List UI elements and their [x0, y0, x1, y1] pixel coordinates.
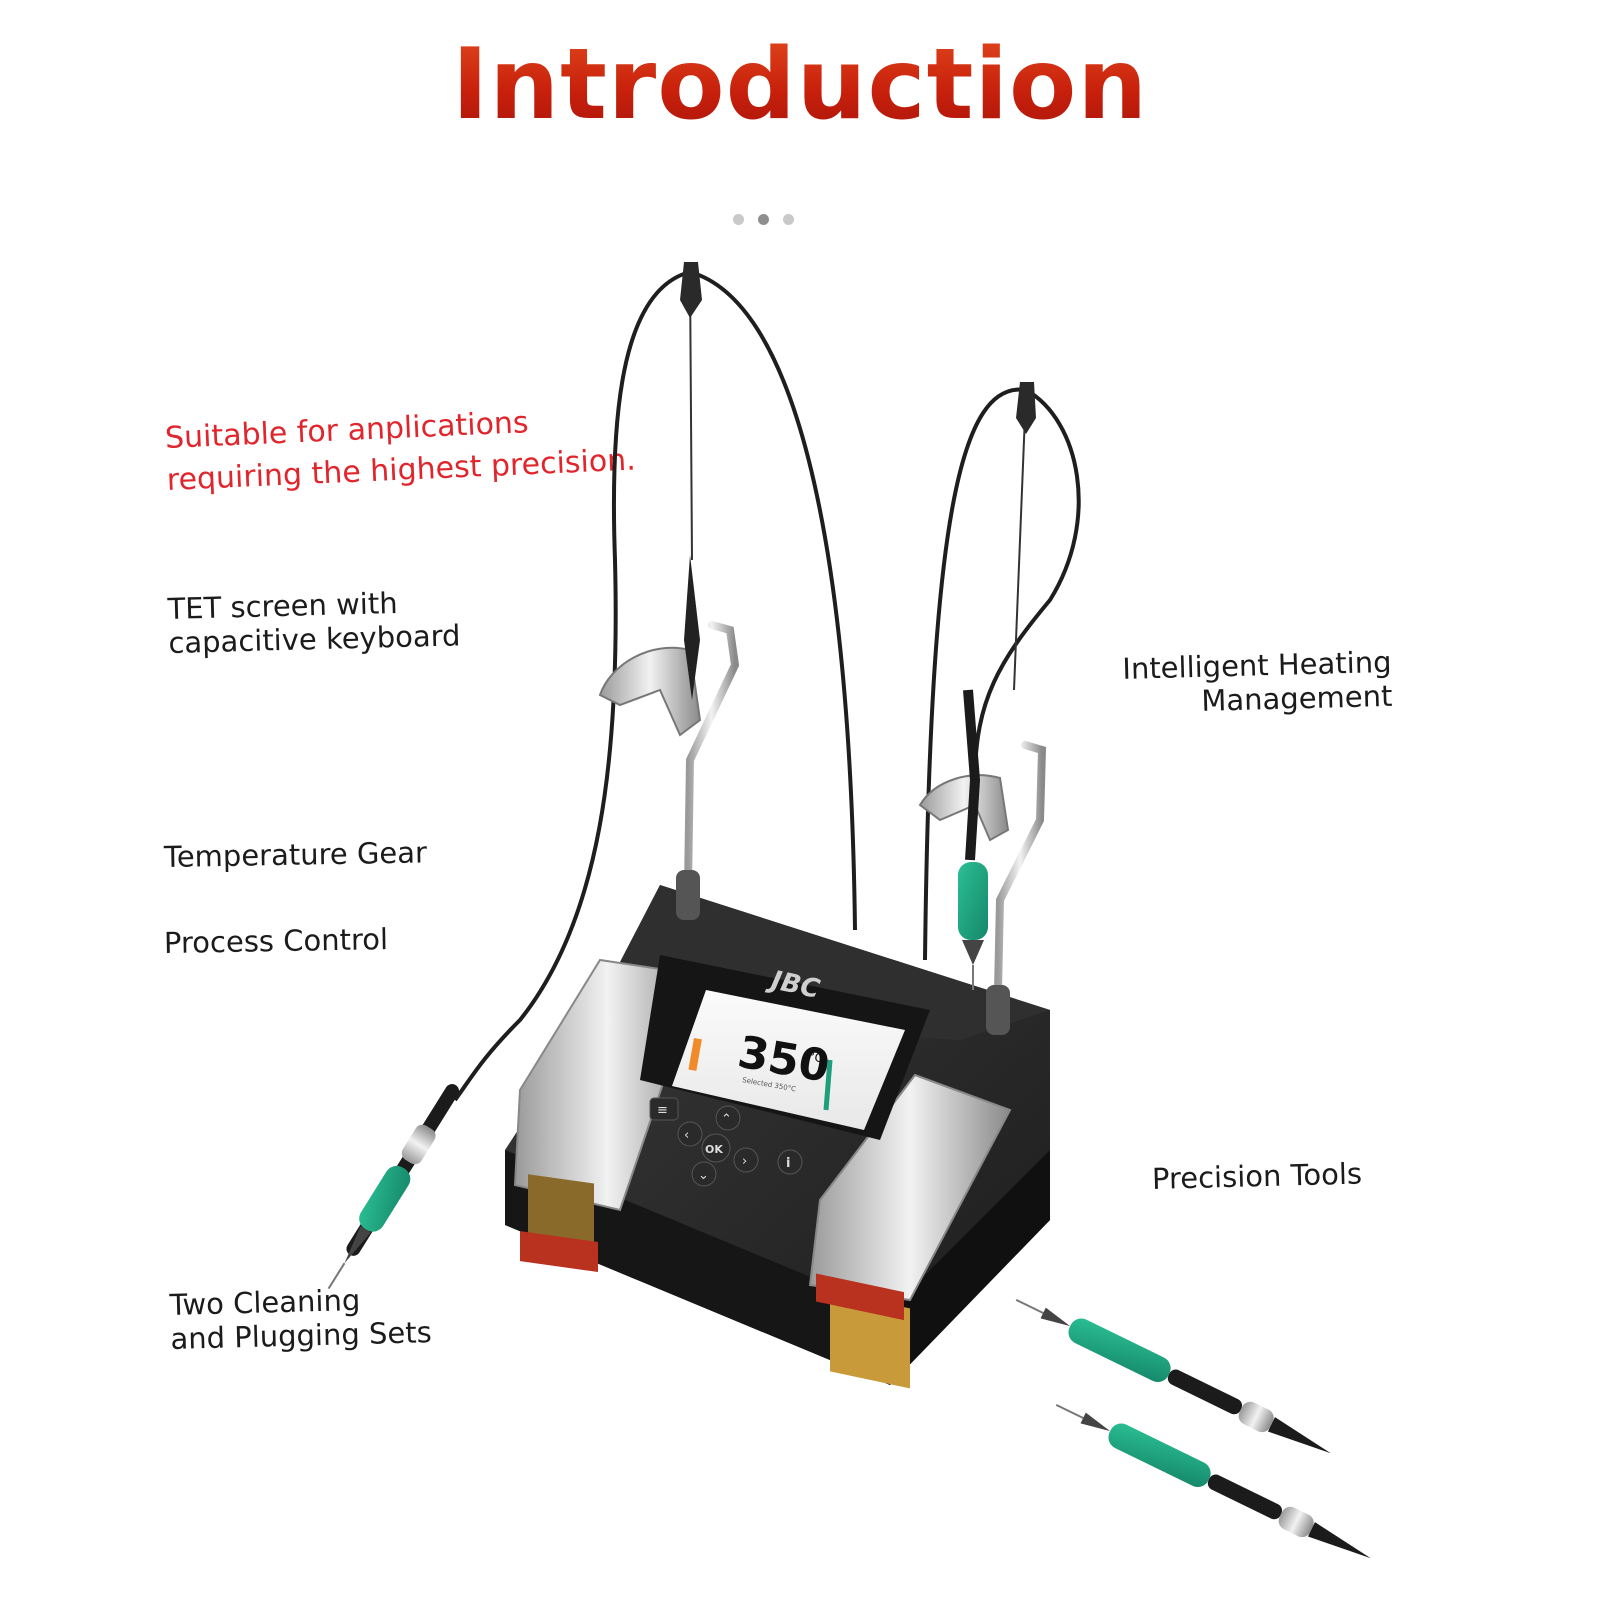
carousel-dot-active[interactable] — [758, 214, 769, 225]
suspension-wire-right — [1013, 389, 1027, 691]
keypad[interactable]: ≡ ⌃ ‹ OK › ⌄ i — [649, 1097, 803, 1187]
suspension-wire-left — [689, 271, 693, 561]
svg-text:›: › — [742, 1154, 747, 1169]
carousel-dot[interactable] — [783, 214, 794, 225]
info-icon[interactable] — [777, 1149, 803, 1175]
handpiece-left — [327, 1084, 460, 1290]
svg-text:⌄: ⌄ — [698, 1168, 709, 1183]
holder-cradle-right — [918, 774, 1010, 842]
precision-tool-1 — [1015, 1298, 1331, 1454]
display-unit: °C — [807, 1049, 824, 1065]
cable-clip-left — [680, 262, 702, 318]
holder-cradle-left — [598, 646, 702, 737]
svg-text:⌃: ⌃ — [721, 1112, 732, 1127]
svg-text:i: i — [786, 1156, 790, 1171]
hanging-handpiece-left — [684, 555, 700, 700]
down-button[interactable] — [691, 1161, 717, 1187]
handpiece-right-hanging — [958, 689, 988, 990]
cable-clip-right — [1016, 382, 1036, 434]
holder-post-left — [676, 870, 700, 920]
cleaning-set-right — [808, 1073, 1012, 1302]
cable-right — [923, 387, 1027, 961]
holder-arm-right — [994, 741, 1047, 994]
cable-right-return — [973, 388, 1081, 781]
cleaning-tray-right — [816, 1273, 904, 1321]
holder-arm-left — [684, 621, 740, 889]
left-button[interactable] — [677, 1121, 703, 1147]
svg-text:‹: ‹ — [684, 1128, 689, 1143]
menu-icon[interactable] — [649, 1097, 679, 1121]
ok-button[interactable] — [701, 1133, 731, 1163]
carousel-dots — [733, 214, 794, 225]
display-heat-bar — [688, 1038, 702, 1071]
station-side-face — [890, 1150, 1050, 1385]
ok-label: OK — [705, 1143, 723, 1156]
carousel-dot[interactable] — [733, 214, 744, 225]
up-button[interactable] — [715, 1105, 741, 1131]
precision-tool-2 — [1055, 1403, 1371, 1559]
tool-grip-1 — [1068, 1318, 1171, 1383]
cable-left — [453, 270, 691, 1102]
cleaning-tray-left — [520, 1231, 598, 1273]
handpiece-grip-left — [359, 1165, 411, 1232]
page-title: Introduction — [0, 28, 1600, 142]
tool-grip-2 — [1108, 1423, 1211, 1488]
svg-text:≡: ≡ — [657, 1103, 668, 1118]
cable-left-return — [689, 270, 857, 931]
station-front-face — [505, 1150, 890, 1385]
display-screen — [672, 990, 905, 1130]
display-tool-icon — [823, 1059, 833, 1111]
holder-post-right — [986, 985, 1010, 1035]
right-button[interactable] — [733, 1147, 759, 1173]
